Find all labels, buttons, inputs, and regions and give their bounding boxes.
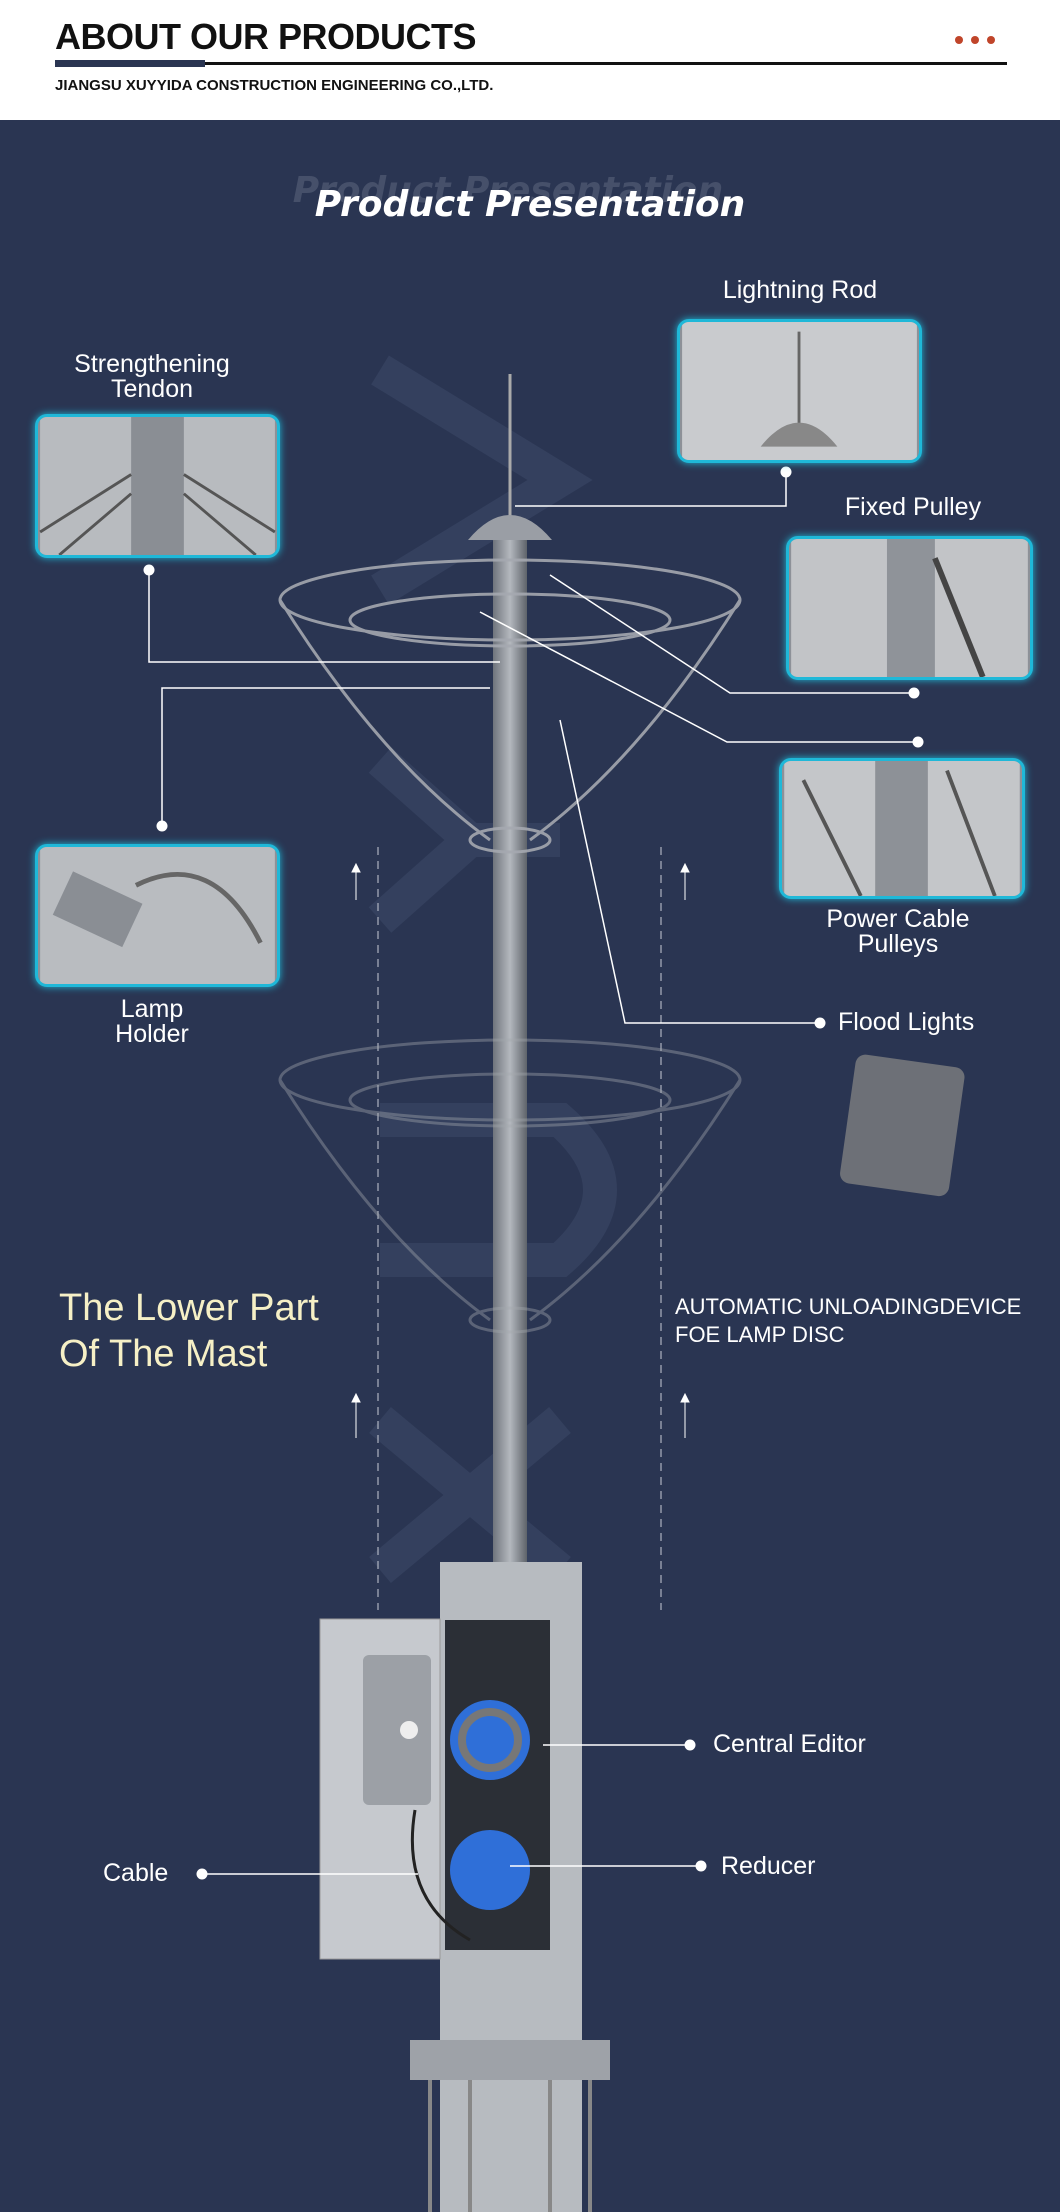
page-title: ABOUT OUR PRODUCTS: [55, 16, 477, 57]
label-lightning-rod: Lightning Rod: [722, 276, 878, 304]
detail-strengthening-tendon: [35, 414, 280, 558]
flood-light-image: [840, 1054, 965, 1197]
watermark-logo: [368, 355, 617, 1584]
detail-fixed-pulley: [786, 536, 1033, 680]
company-name: JIANGSU XUYYIDA CONSTRUCTION ENGINEERING…: [55, 77, 494, 94]
label-central-editor: Central Editor: [713, 1730, 866, 1758]
mast-illustration: [143, 355, 965, 2212]
page-header: ABOUT OUR PRODUCTS JIANGSU XUYYIDA CONST…: [0, 0, 1060, 120]
detail-power-cable-pulleys: [779, 758, 1025, 899]
section-heading: Product Presentation: [314, 184, 746, 225]
up-arrow-icons: [351, 862, 690, 1438]
label-cable: Cable: [103, 1859, 169, 1887]
divider-accent: [55, 60, 205, 67]
detail-lightning-rod: [677, 319, 922, 463]
label-reducer: Reducer: [721, 1852, 816, 1880]
label-fixed-pulley: Fixed Pulley: [844, 493, 982, 521]
label-flood-lights: Flood Lights: [838, 1008, 975, 1036]
product-presentation: Product Presentation: [0, 120, 1060, 2212]
dots-icon: [955, 36, 995, 44]
detail-lamp-holder: [35, 844, 280, 987]
divider: [55, 62, 1007, 65]
